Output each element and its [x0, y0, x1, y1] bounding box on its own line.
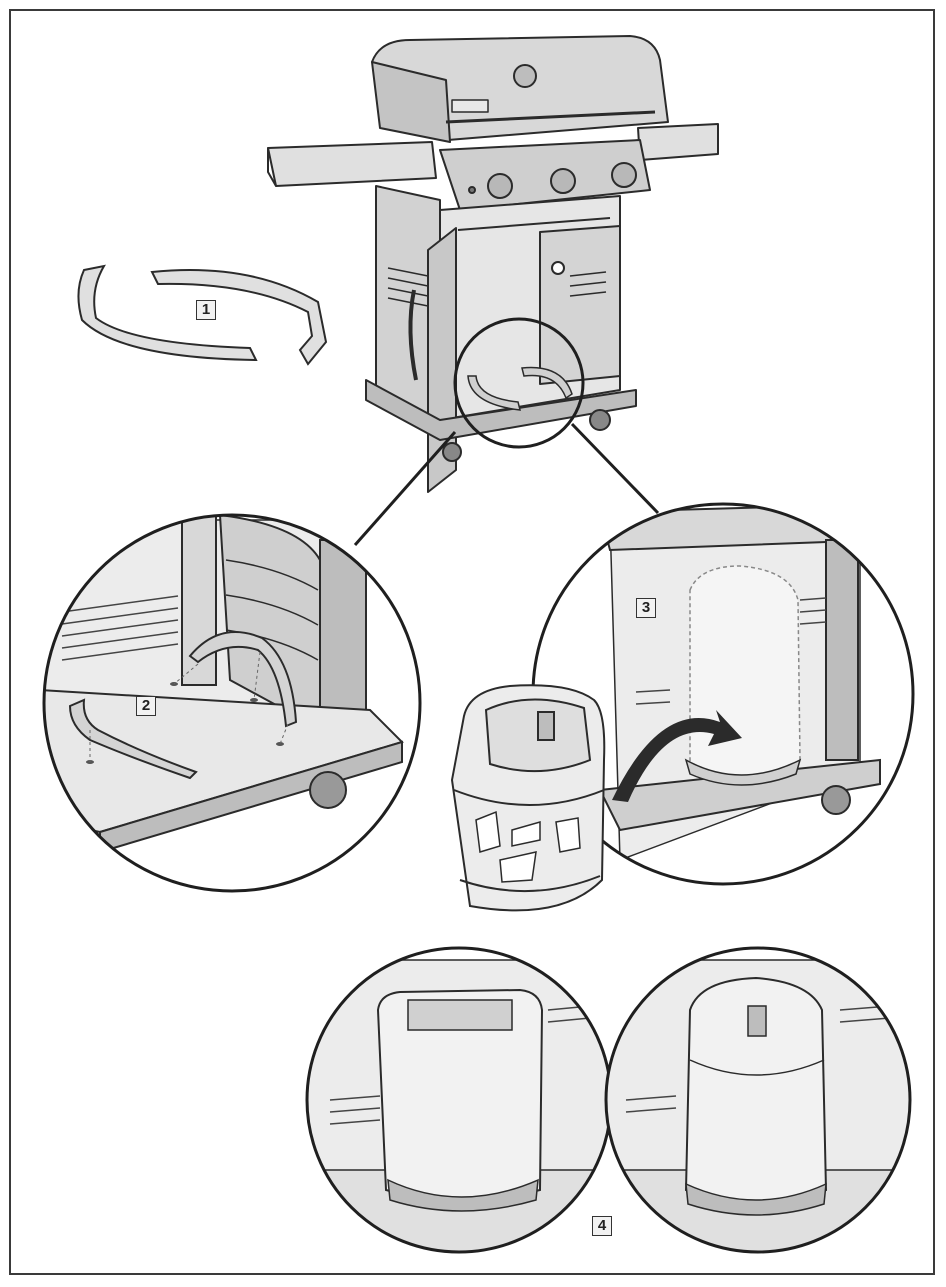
propane-tank-icon [450, 684, 606, 912]
grill-icon [267, 35, 719, 493]
step2-detail [44, 515, 420, 891]
tank-retainer-clip-icon [467, 366, 573, 411]
curved-arrow-icon [612, 710, 742, 802]
magnifier-circle-icon [453, 317, 585, 449]
step-number-badge: 4 [592, 1216, 612, 1236]
step4-detail-right [606, 948, 910, 1252]
step3-detail [533, 504, 913, 884]
step-number-badge: 1 [196, 300, 216, 320]
step-number-badge: 2 [136, 696, 156, 716]
step4-detail-left [307, 948, 611, 1252]
tank-retainer-clip-icon [77, 264, 328, 366]
step-number-badge: 3 [636, 598, 656, 618]
